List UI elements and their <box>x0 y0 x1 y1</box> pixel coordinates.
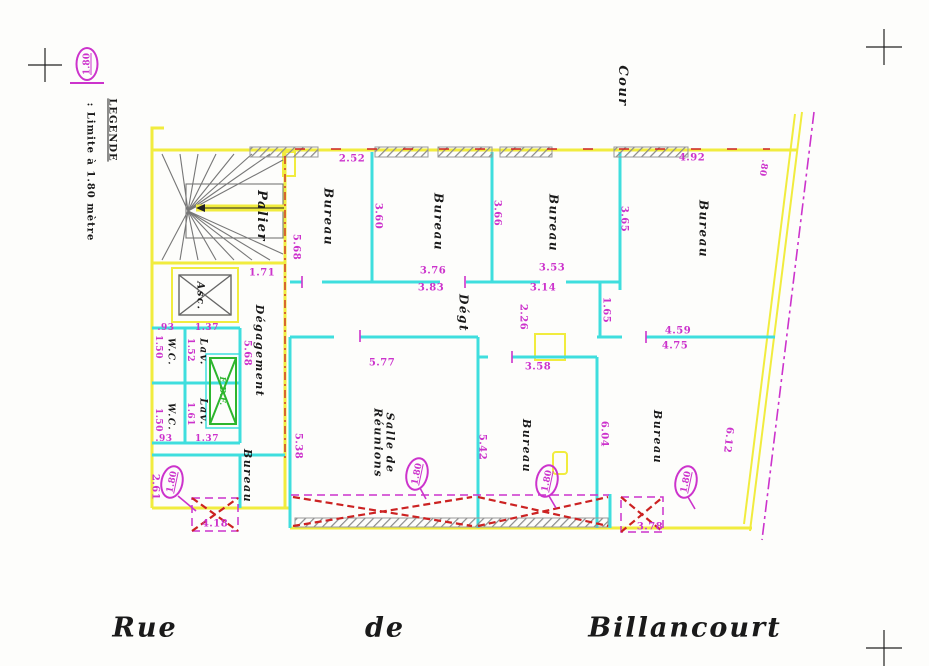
room-label-wc-bottom: W.C. <box>165 403 176 431</box>
dim-3-66: 3.66 <box>491 199 503 227</box>
dim-2-26: 2.26 <box>517 303 529 331</box>
room-label-wc-top: W.C. <box>165 338 176 366</box>
below-limit-openings <box>191 494 664 533</box>
room-label-edf: E.D.F. <box>218 376 229 406</box>
room-label-bureau-sw: Bureau <box>240 448 254 504</box>
legend-title: LEGENDE <box>106 98 118 162</box>
dim-1-65: 1.65 <box>600 296 612 324</box>
street-word-rue: Rue <box>112 612 178 644</box>
dim-3-14: 3.14 <box>529 282 557 294</box>
dim-3-76: 3.76 <box>419 265 447 277</box>
room-label-salle-de-reunions: Salle de Réunions <box>372 408 397 478</box>
dim-1-37-a: 1.37 <box>195 323 219 333</box>
dim-1-61: 1.61 <box>185 402 195 426</box>
room-label-bureau-ne: Bureau <box>696 199 711 259</box>
dim-3-83: 3.83 <box>417 282 445 294</box>
dim-0-93-a: .93 <box>157 323 175 333</box>
room-label-bureau-n2: Bureau <box>431 192 446 252</box>
room-label-degt: Dégt <box>456 294 471 332</box>
room-label-bureau-n3: Bureau <box>546 193 561 253</box>
red-dash-lines <box>284 148 770 458</box>
legend-badge-underbar <box>70 82 104 84</box>
room-label-palier: Palier <box>253 190 269 242</box>
room-label-bureau-nw: Bureau <box>321 187 336 247</box>
street-word-de: de <box>364 612 406 644</box>
dim-5-42: 5.42 <box>476 433 488 461</box>
dim-1-71: 1.71 <box>248 267 276 279</box>
dim-0-93-b: .93 <box>155 434 173 444</box>
dim-3-78: 3.78 <box>636 521 664 533</box>
partition-walls <box>152 152 775 528</box>
crosshair-marks <box>28 29 902 666</box>
dim-1-37-b: 1.37 <box>195 434 219 444</box>
dim-3-60: 3.60 <box>372 202 384 230</box>
dim-1-52: 1.52 <box>185 338 195 362</box>
staircase <box>161 153 284 261</box>
room-label-bureau-s: Bureau <box>519 418 533 474</box>
room-label-bureau-se: Bureau <box>650 409 664 465</box>
dim-6-04: 6.04 <box>598 420 610 448</box>
room-label-lav-bottom: Lav. <box>197 398 209 426</box>
dim-2-52: 2.52 <box>338 153 366 165</box>
courtyard-label: Cour <box>614 65 630 107</box>
stair-direction-arrow <box>196 204 205 212</box>
dim-1-50-b: 1.50 <box>153 408 163 432</box>
dim-5-77: 5.77 <box>368 357 396 369</box>
salle-label-line2: Réunions <box>372 408 385 478</box>
dim-4-75: 4.75 <box>661 340 689 352</box>
dim-3-58: 3.58 <box>524 361 552 373</box>
dim-3-53: 3.53 <box>538 262 566 274</box>
legend-description: : Limite à 1.80 mètre <box>84 102 96 242</box>
room-label-elevator: Asc. <box>194 281 206 311</box>
dim-1-50-a: 1.50 <box>153 335 163 359</box>
limit-180-line <box>761 111 815 541</box>
room-label-lav-top: Lav. <box>197 338 209 366</box>
legend-limit-badge: 1.80 <box>75 47 99 81</box>
salle-label-line1: Salle de <box>383 412 397 474</box>
street-word-billancourt: Billancourt <box>588 612 782 644</box>
dim-5-38: 5.38 <box>292 432 304 460</box>
dim-5-68-b: 5.68 <box>241 339 253 367</box>
dim-3-65: 3.65 <box>618 205 630 233</box>
door-ticks <box>177 276 696 512</box>
dim-5-68-a: 5.68 <box>290 233 302 261</box>
dim-4-92: 4.92 <box>678 152 706 164</box>
dim-4-59: 4.59 <box>664 325 692 337</box>
elevator-shaft <box>178 274 232 316</box>
dim-2-61: 2.61 <box>149 473 161 501</box>
room-label-degagement: Dégagement <box>252 304 266 398</box>
edf-cabinet <box>205 353 241 429</box>
dim-4-18: 4.18 <box>201 518 229 530</box>
